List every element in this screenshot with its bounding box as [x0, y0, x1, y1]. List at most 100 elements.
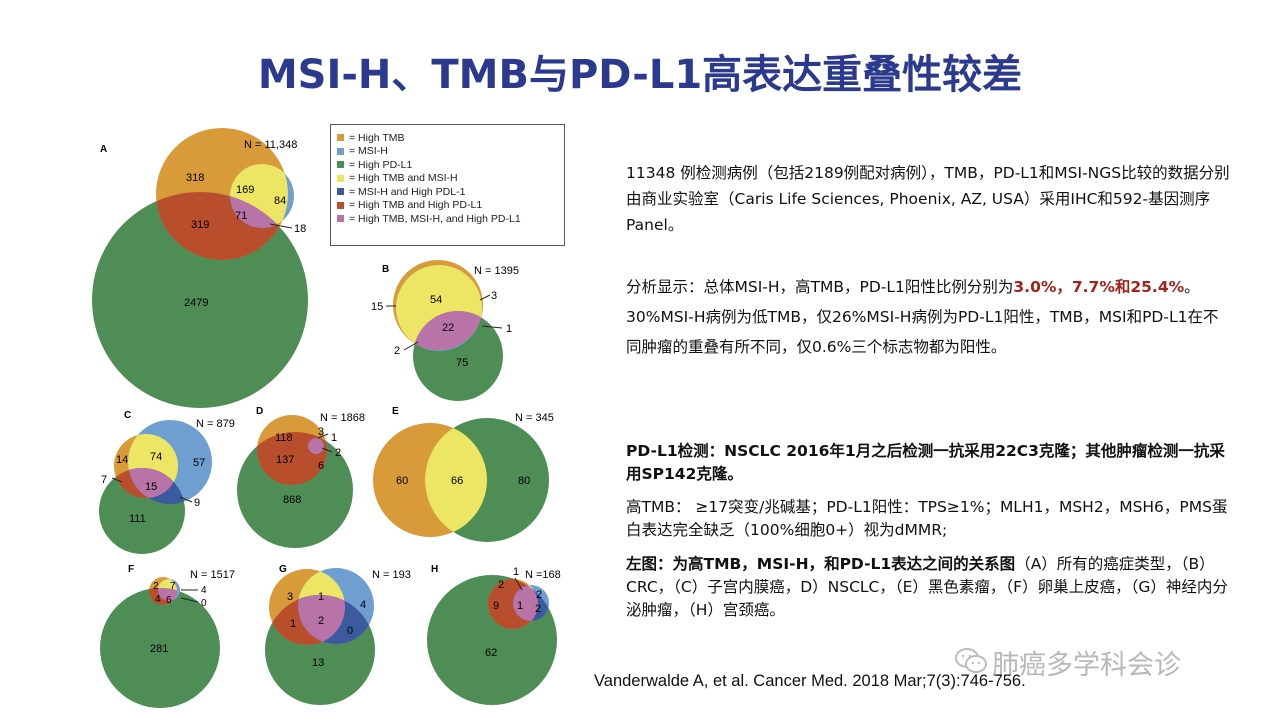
d-val-tmb-msi: 3 [318, 426, 324, 438]
h-val-triple: 1 [517, 600, 523, 612]
h-val-tmb-pdl1: 9 [493, 600, 499, 612]
h-val-pdl1: 62 [485, 647, 497, 659]
b-letter: B [382, 264, 389, 275]
f-val-tmb-msi: 7 [170, 581, 176, 592]
venn-panel-h: H N =168 2 1 2 9 1 2 62 [427, 564, 561, 705]
h-val-tmb-msi: 1 [513, 566, 519, 578]
c-val-msi: 57 [193, 457, 205, 469]
g-letter: G [279, 564, 287, 575]
b-val-tmb-pdl1: 2 [394, 345, 400, 357]
caption-rest: （A）所有的癌症类型，（B）CRC，（C）子宫内膜癌，D）NSCLC，（E）黑色… [626, 555, 1228, 619]
paragraph-definitions: 高TMB： ≥17突变/兆碱基；PD-L1阳性：TPS≥1%；MLH1，MSH2… [626, 498, 1228, 539]
b-val-pdl1: 75 [456, 357, 468, 369]
h-n: N =168 [525, 569, 561, 581]
legend-swatch [337, 174, 344, 182]
venn-panel-g: G N = 193 3 1 4 1 2 0 13 [265, 564, 411, 705]
c-letter: C [124, 410, 131, 421]
c-val-pdl1: 111 [129, 513, 146, 525]
a-val-tmb-pdl1: 319 [191, 219, 209, 231]
c-n: N = 879 [196, 418, 235, 430]
a-tmb-pdl1-overlap [156, 192, 288, 260]
page-title: MSI-H、TMB与PD-L1高表达重叠性较差 [257, 52, 1023, 98]
f-val-msi-pdl1: 0 [201, 598, 207, 609]
b-val-triple: 22 [442, 322, 454, 334]
legend-item: = High PD-L1 [331, 158, 564, 172]
legend-swatch [337, 215, 344, 223]
e-val-overlap: 66 [451, 475, 463, 487]
paragraph-analysis: 分析显示：总体MSI-H，高TMB，PD-L1阳性比例分别为3.0%，7.7%和… [626, 272, 1232, 362]
analysis-text-b: 。30%MSI-H病例为低TMB，仅26%MSI-H病例为PD-L1阳性，TMB… [626, 278, 1219, 356]
legend-label: = High PD-L1 [349, 158, 413, 171]
d-n: N = 1868 [320, 412, 365, 424]
d-val-msi-pdl1: 2 [335, 447, 341, 459]
legend-label: = MSI-H and High PDL-1 [349, 185, 466, 198]
g-val-triple: 2 [318, 615, 324, 627]
e-val-tmb: 60 [396, 475, 408, 487]
a-val-tmb: 318 [186, 172, 204, 184]
paragraph-study-description: 11348 例检测病例（包括2189例配对病例），TMB，PD-L1和MSI-N… [626, 164, 1230, 234]
e-letter: E [392, 406, 399, 417]
caption-bold: 左图：为高TMB，MSI-H，和PD-L1表达之间的关系图 [626, 555, 1016, 573]
venn-legend: = High TMB = MSI-H = High PD-L1 = High T… [330, 124, 565, 246]
a-val-pdl1: 2479 [184, 297, 208, 309]
c-val-msi-pdl1: 9 [194, 497, 200, 509]
g-n: N = 193 [372, 569, 411, 581]
b-val-msi: 3 [491, 290, 497, 302]
a-val-msi: 84 [274, 195, 286, 207]
g-val-tmb-msi: 1 [318, 591, 324, 603]
h-val-msi-pdl1: 2 [535, 603, 541, 615]
d-val-msi: 1 [331, 432, 337, 444]
f-letter: F [128, 564, 134, 575]
legend-item: = High TMB [331, 131, 564, 145]
legend-swatch [337, 201, 344, 209]
legend-swatch [337, 188, 344, 196]
g-val-tmb-pdl1: 1 [290, 618, 296, 630]
paragraph-pdl1-detection: PD-L1检测：NSCLC 2016年1月之后检测一抗采用22C3克隆；其他肿瘤… [626, 442, 1225, 483]
g-val-pdl1: 13 [312, 657, 324, 669]
h-letter: H [431, 564, 438, 575]
wechat-icon [955, 648, 987, 673]
legend-label: = MSI-H [349, 145, 388, 158]
legend-item: = High TMB and MSI-H [331, 172, 564, 186]
c-val-tmb-msi: 74 [150, 451, 162, 463]
venn-panel-a: A N = 11,348 318 169 84 319 71 18 2479 [92, 128, 308, 408]
h-val-tmb: 2 [498, 579, 504, 591]
legend-label: = High TMB and High PD-L1 [349, 199, 483, 212]
b-n: N = 1395 [474, 265, 519, 277]
e-n: N = 345 [515, 412, 554, 424]
legend-swatch [337, 134, 344, 142]
legend-label: = High TMB and MSI-H [349, 172, 458, 185]
legend-item: = High TMB, MSI-H, and High PD-L1 [331, 212, 564, 226]
legend-swatch [337, 161, 344, 169]
paragraph-figure-caption: 左图：为高TMB，MSI-H，和PD-L1表达之间的关系图（A）所有的癌症类型，… [626, 553, 1232, 622]
d-val-tmb: 118 [275, 432, 293, 444]
venn-panel-e: E N = 345 60 66 80 [373, 406, 554, 542]
a-val-msi-pdl1: 18 [294, 223, 306, 235]
legend-swatch [337, 147, 344, 155]
d-letter: D [256, 406, 263, 417]
d-val-triple: 6 [318, 460, 324, 472]
g-val-msi: 4 [360, 599, 366, 611]
venn-panel-c: C N = 879 74 14 57 7 15 9 111 [99, 410, 235, 554]
a-n: N = 11,348 [244, 139, 297, 151]
c-val-tmb-pdl1: 7 [101, 474, 107, 486]
b-val-tmb-msi: 54 [430, 294, 442, 306]
d-val-pdl1: 868 [283, 494, 301, 506]
f-n: N = 1517 [190, 569, 235, 581]
g-val-tmb: 3 [287, 591, 293, 603]
venn-panel-f: F N = 1517 2 7 4 4 6 0 281 [100, 564, 235, 708]
venn-figure: A N = 11,348 318 169 84 319 71 18 2479 B… [92, 128, 561, 708]
f-val-tmb-pdl1: 4 [155, 594, 161, 605]
citation: Vanderwalde A, et al. Cancer Med. 2018 M… [594, 672, 1026, 690]
legend-item: = MSI-H [331, 145, 564, 159]
a-letter: A [100, 144, 107, 155]
f-val-msi: 4 [201, 585, 207, 596]
d-val-tmb-pdl1: 137 [276, 454, 294, 466]
b-val-msi-pdl1: 1 [506, 323, 512, 335]
g-val-msi-pdl1: 0 [347, 625, 353, 637]
legend-item: = High TMB and High PD-L1 [331, 199, 564, 213]
f-val-pdl1: 281 [150, 643, 168, 655]
c-val-tmb: 14 [116, 454, 128, 466]
legend-label: = High TMB [349, 131, 405, 144]
c-val-triple: 15 [145, 481, 157, 493]
